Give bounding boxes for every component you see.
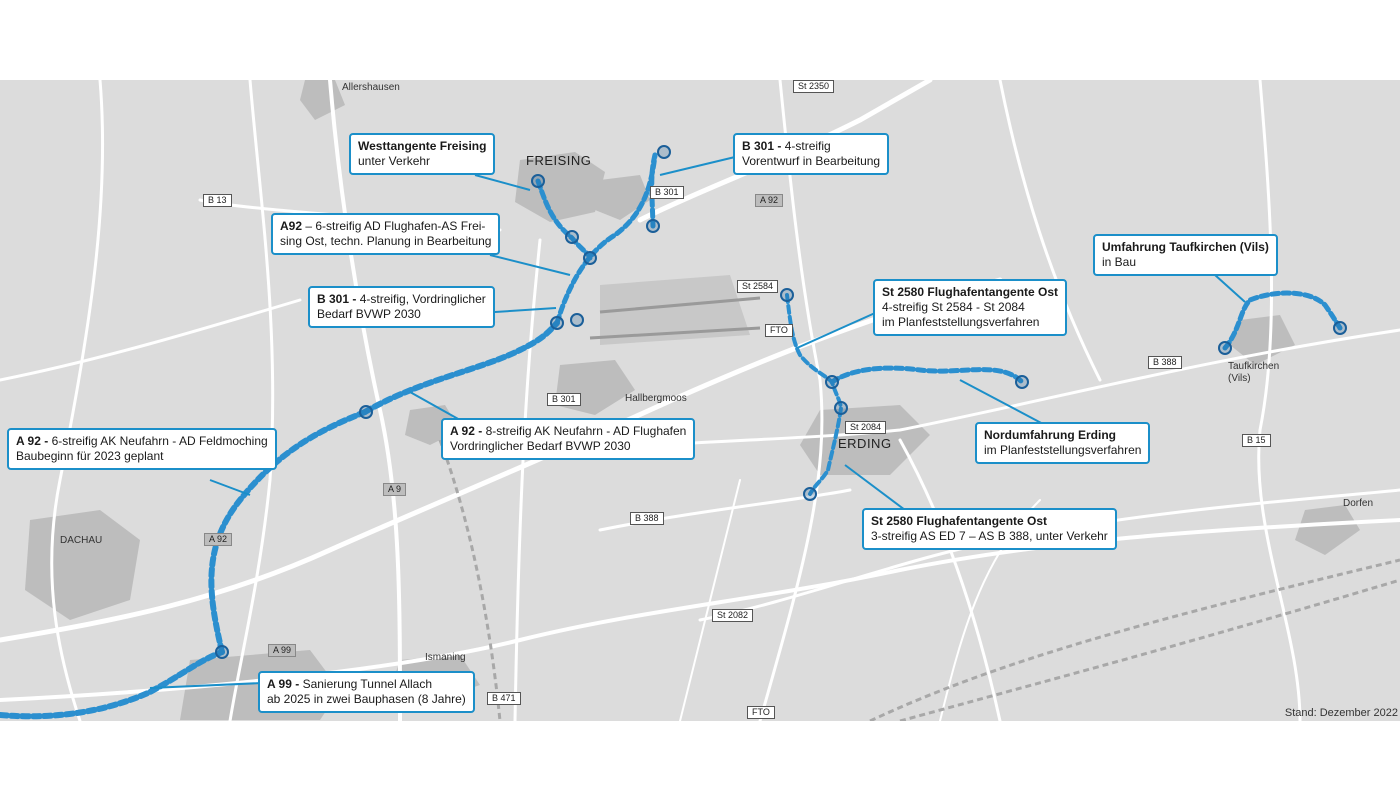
callout-b301-4-streifig: B 301 - 4-streifig Vorentwurf in Bearbei… — [733, 133, 890, 175]
callout-text: im Planfeststellungsverfahren — [882, 315, 1040, 329]
map-date-note: Stand: Dezember 2022 — [1284, 707, 1398, 719]
project-map: Allershausen FREISING Hallbergmoos ERDIN… — [0, 80, 1400, 721]
road-shield-a92: A 92 — [755, 194, 784, 207]
road-shield-a92-south: A 92 — [204, 533, 233, 546]
road-shield-b301-south: B 301 — [547, 393, 581, 406]
callout-text: Vorentwurf in Bearbeitung — [742, 154, 881, 168]
callout-title: B 301 - — [742, 139, 785, 153]
road-shield-a99: A 99 — [268, 644, 297, 657]
callout-text: im Planfeststellungsverfahren — [984, 443, 1142, 457]
callout-a99-tunnel-allach: A 99 - Sanierung Tunnel Allach ab 2025 i… — [258, 671, 475, 713]
place-erding: ERDING — [838, 436, 892, 451]
settlement-areas — [25, 80, 1360, 720]
project-nodes — [215, 145, 1347, 659]
callout-title: A 99 - — [267, 677, 303, 691]
callout-nordumfahrung-erding: Nordumfahrung Erding im Planfeststellung… — [975, 422, 1151, 464]
callout-st2580-3-streifig: St 2580 Flughafentangente Ost 3-streifig… — [862, 508, 1117, 550]
road-shield-a9: A 9 — [383, 483, 407, 496]
callout-a92-6-streifig-freising: A92 – 6-streifig AD Flughafen-AS Frei- s… — [271, 213, 501, 255]
st2580-route — [785, 293, 844, 496]
callout-text: Baubeginn für 2023 geplant — [16, 449, 164, 463]
road-shield-st2084: St 2084 — [845, 421, 887, 434]
westtangente-route — [535, 178, 593, 261]
road-shield-b388: B 388 — [1148, 356, 1182, 369]
callout-westtangente-freising: Westtangente Freising unter Verkehr — [349, 133, 496, 175]
callout-text: sing Ost, techn. Planung in Bearbeitung — [280, 234, 492, 248]
b301-route — [554, 152, 658, 326]
road-shield-b471: B 471 — [487, 692, 521, 705]
callout-title: A92 — [280, 219, 303, 233]
a92-8-route — [362, 320, 560, 415]
road-shield-fto: FTO — [765, 324, 793, 337]
a92-6-route — [208, 409, 368, 655]
place-taufkirchen: Taufkirchen (Vils) — [1228, 361, 1280, 384]
place-freising: FREISING — [526, 153, 592, 168]
callout-title: Umfahrung Taufkirchen (Vils) — [1102, 240, 1269, 254]
callout-title-rest: Sanierung Tunnel Allach — [302, 677, 433, 691]
place-ismaning: Ismaning — [425, 652, 466, 663]
a99-route — [0, 649, 225, 720]
callout-title: A 92 - — [450, 424, 486, 438]
road-shield-b388-west: B 388 — [630, 512, 664, 525]
b301-north-route — [649, 152, 658, 229]
road-shield-b301: B 301 — [650, 186, 684, 199]
callout-title: St 2580 Flughafentangente Ost — [882, 285, 1059, 299]
road-shield-st2584: St 2584 — [737, 280, 779, 293]
callout-st2580-4-streifig: St 2580 Flughafentangente Ost 4-streifig… — [873, 279, 1068, 336]
railway-lines — [438, 439, 1400, 721]
callout-text: unter Verkehr — [358, 154, 431, 168]
place-hallbergmoos: Hallbergmoos — [625, 393, 687, 404]
callout-a92-8-streifig: A 92 - 8-streifig AK Neufahrn - AD Flugh… — [441, 418, 696, 460]
callout-umfahrung-taufkirchen: Umfahrung Taufkirchen (Vils) in Bau — [1093, 234, 1278, 276]
road-shield-b13: B 13 — [203, 194, 232, 207]
callout-text: in Bau — [1102, 255, 1137, 269]
callout-title-rest: 6-streifig AK Neufahrn - AD Feldmoching — [51, 434, 268, 448]
callout-title-rest: 4-streifig, Vordringlicher — [359, 292, 486, 306]
callout-title: Nordumfahrung Erding — [984, 428, 1116, 442]
callout-title: St 2580 Flughafentangente Ost — [871, 514, 1048, 528]
road-shield-st2082: St 2082 — [712, 609, 754, 622]
callout-a92-6-streifig-feldmoching: A 92 - 6-streifig AK Neufahrn - AD Feldm… — [7, 428, 277, 470]
callout-text: ab 2025 in zwei Bauphasen (8 Jahre) — [267, 692, 466, 706]
taufkirchen-route — [1222, 290, 1343, 351]
place-dachau: DACHAU — [60, 535, 103, 546]
callout-title-rest: 8-streifig AK Neufahrn - AD Flughafen — [485, 424, 687, 438]
place-allershausen: Allershausen — [342, 82, 400, 93]
callout-text: Vordringlicher Bedarf BVWP 2030 — [450, 439, 631, 453]
callout-title-rest: 4-streifig — [784, 139, 831, 153]
callout-text: 3-streifig AS ED 7 – AS B 388, unter Ver… — [871, 529, 1108, 543]
callout-title: Westtangente Freising — [358, 139, 487, 153]
road-shield-fto-south: FTO — [747, 706, 775, 719]
nordumfahrung-route — [829, 365, 1025, 385]
road-shield-b15: B 15 — [1242, 434, 1271, 447]
callout-line2: 4-streifig St 2584 - St 2084 — [882, 300, 1025, 314]
callout-b301-vordringlich: B 301 - 4-streifig, Vordringlicher Bedar… — [308, 286, 495, 328]
callout-text: Bedarf BVWP 2030 — [317, 307, 421, 321]
airport-runways — [589, 296, 761, 340]
callout-title: A 92 - — [16, 434, 52, 448]
road-network — [0, 80, 1400, 721]
callout-title-rest: – 6-streifig AD Flughafen-AS Frei- — [302, 219, 486, 233]
project-lines — [0, 152, 1343, 720]
map-canvas — [0, 80, 1400, 721]
place-dorfen: Dorfen — [1343, 498, 1374, 509]
road-shield-st2350: St 2350 — [793, 80, 835, 93]
callout-title: B 301 - — [317, 292, 360, 306]
callout-leaders — [149, 156, 1246, 689]
